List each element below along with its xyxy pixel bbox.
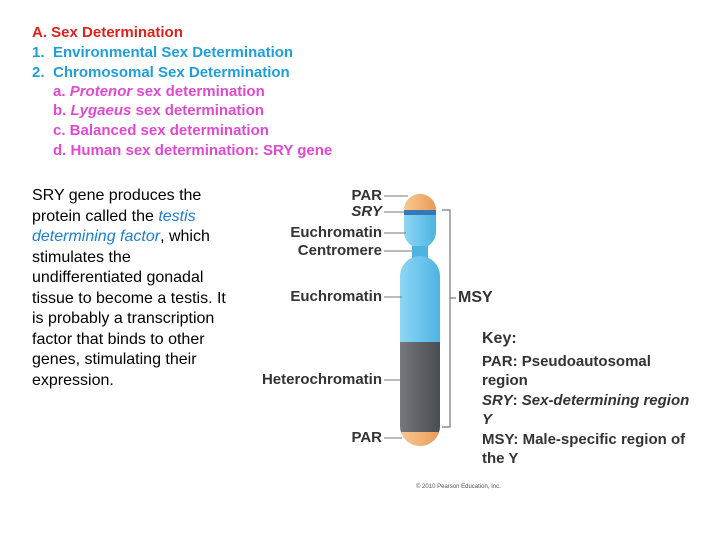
msy-bracket [442, 209, 451, 428]
y-chromosome-figure: PAR SRY Euchromatin Centromere Euchromat… [228, 182, 708, 492]
key-msy-abbr: MSY [482, 430, 514, 448]
long-arm [400, 256, 440, 446]
chromosome-diagram [384, 194, 456, 446]
description-paragraph: SRY gene produces the protein called the… [32, 186, 228, 391]
section-heading: A. Sex Determination [32, 24, 183, 41]
outline-item-2-num: 2. [32, 64, 45, 81]
key-msy-def: : Male-specific region of the Y [482, 430, 686, 468]
description-term: testis determining factor [32, 207, 196, 246]
label-euchromatin-mid: Euchromatin [290, 288, 382, 305]
key-title: Key: [482, 330, 517, 347]
leader-lines [384, 195, 412, 439]
short-arm [404, 194, 436, 248]
centromere-constriction [412, 246, 428, 258]
key-sry: SRY: Sex-determining region Y [482, 391, 690, 429]
outline-item-1: 1. Environmental Sex Determination [32, 44, 293, 62]
label-par-bottom: PAR [351, 429, 382, 446]
outline-item-1-text: Environmental Sex Determination [53, 44, 294, 61]
key-sry-def: Sex-determining region Y [482, 391, 690, 429]
copyright-notice: © 2010 Pearson Education, Inc. [416, 484, 501, 490]
subitem-b-prefix: b. [53, 102, 71, 119]
subitem-b-suffix: sex determination [131, 102, 264, 119]
subitem-b: b. Lygaeus sex determination [53, 102, 264, 120]
sry-band [404, 210, 436, 215]
outline-item-2-text: Chromosomal Sex Determination [53, 64, 290, 81]
label-euchromatin-top: Euchromatin [290, 224, 382, 241]
label-centromere: Centromere [297, 242, 382, 259]
label-msy: MSY [458, 289, 493, 306]
subitem-d: d. Human sex determination: SRY gene [53, 142, 333, 159]
key-par-abbr: PAR [482, 352, 513, 370]
subitem-b-italic: Lygaeus [70, 102, 132, 119]
outline-item-1-num: 1. [32, 44, 45, 61]
label-sry: SRY [351, 203, 382, 220]
par-bottom-band [400, 432, 440, 446]
subitem-c: c. Balanced sex determination [53, 122, 269, 139]
par-top-band [404, 194, 436, 210]
key-par-def: : Pseudoautosomal region [482, 352, 651, 390]
description-part-2: , which stimulates the undifferentiated … [32, 228, 226, 389]
key-par: PAR: Pseudoautosomal region [482, 352, 694, 391]
figure-key: Key: PAR: Pseudoautosomal region SRY: Se… [482, 329, 694, 469]
key-sry-abbr: SRY [482, 391, 513, 409]
subitem-a-prefix: a. [53, 83, 70, 100]
subitem-a-italic: Protenor [69, 83, 133, 100]
subitem-a-suffix: sex determination [132, 83, 265, 100]
label-par-top: PAR [351, 187, 382, 204]
key-msy: MSY: Male-specific region of the Y [482, 430, 694, 469]
description-part-1: SRY gene produces the protein called the [32, 187, 202, 225]
subitem-a: a. Protenor sex determination [53, 83, 265, 101]
outline-item-2: 2. Chromosomal Sex Determination [32, 64, 290, 82]
heterochromatin-band [400, 342, 440, 434]
label-heterochromatin: Heterochromatin [261, 371, 382, 388]
